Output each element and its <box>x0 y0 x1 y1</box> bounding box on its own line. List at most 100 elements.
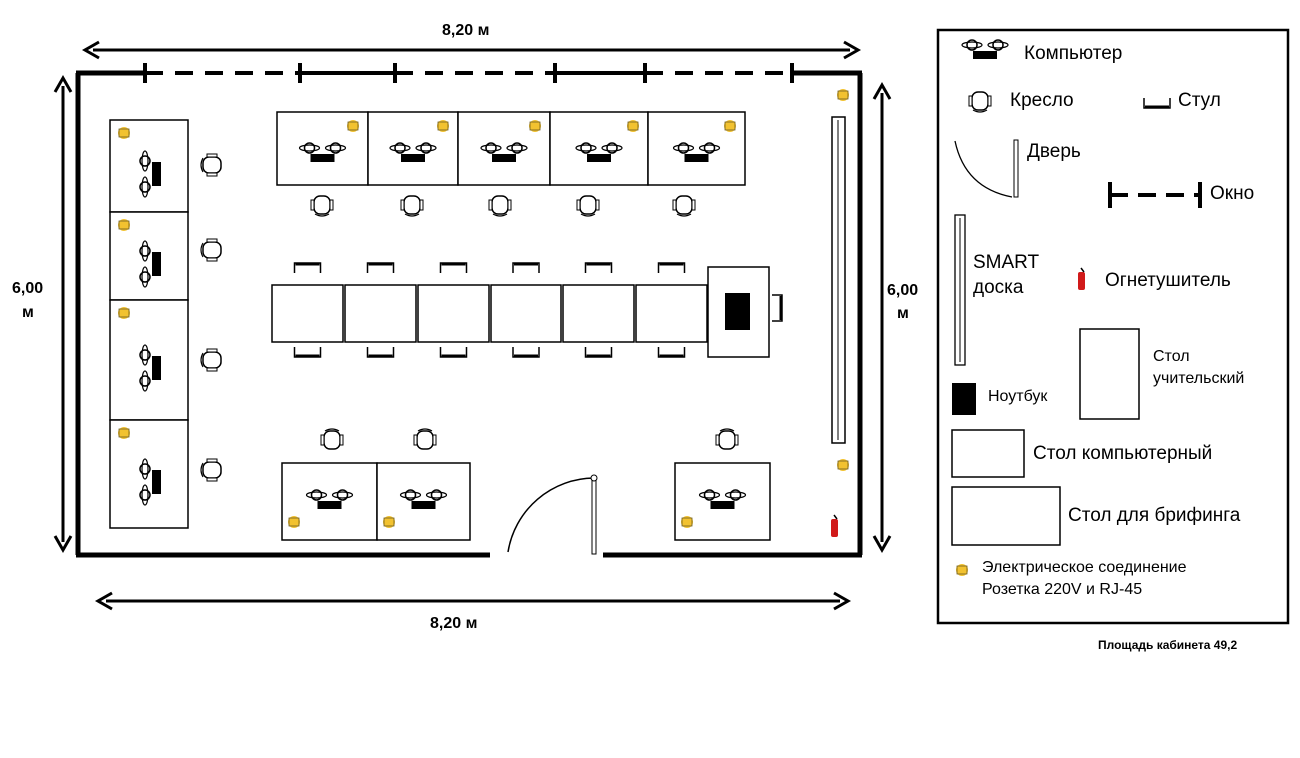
armchair-icon <box>200 238 222 262</box>
chair-icon <box>512 262 540 273</box>
chair-icon <box>366 262 395 273</box>
computer-desk <box>109 299 189 421</box>
smart-board <box>831 116 846 444</box>
outlet-icon <box>437 120 449 132</box>
armchair-icon <box>413 428 437 450</box>
legend-window-label: Окно <box>1210 183 1255 204</box>
legend-computer-desk-label: Стол компьютерный <box>1033 443 1213 464</box>
computer-icon <box>139 240 161 288</box>
computer-icon <box>698 489 747 509</box>
legend-smart-label-2: доска <box>973 277 1024 298</box>
chair-icon <box>584 262 613 273</box>
laptop-icon <box>952 383 976 415</box>
chair-icon <box>366 347 395 358</box>
computer-icon <box>305 489 354 509</box>
top-dimension-label: 8,20 м <box>442 22 490 39</box>
briefing-table <box>490 284 562 343</box>
armchair-icon <box>200 348 222 372</box>
room-walls <box>75 70 863 558</box>
outlet-icon <box>681 516 693 528</box>
right-dimension-unit: м <box>897 305 909 322</box>
armchair-icon <box>576 195 600 217</box>
outlet-icon <box>118 219 130 231</box>
chair-icon <box>293 347 322 358</box>
chair-icon <box>657 347 686 358</box>
window-icon <box>1108 182 1202 208</box>
armchair-icon <box>310 195 334 217</box>
armchair-icon <box>715 428 739 450</box>
door <box>507 474 598 555</box>
armchair-icon <box>320 428 344 450</box>
smart-board-icon <box>954 214 966 366</box>
outlet-icon <box>347 120 359 132</box>
armchair-icon <box>672 195 696 217</box>
computer-icon <box>389 142 437 162</box>
briefing-table-icon <box>951 486 1061 546</box>
windows <box>143 63 794 83</box>
legend-computer-label: Компьютер <box>1024 43 1123 64</box>
computer-icon <box>961 39 1009 59</box>
armchair-icon <box>200 458 222 482</box>
outlet-icon <box>529 120 541 132</box>
briefing-table <box>562 284 635 343</box>
outlet-icon <box>627 120 639 132</box>
chair-icon <box>584 347 613 358</box>
legend-outlet-label-2: Розетка 220V и RJ-45 <box>982 581 1143 598</box>
outlet-icon <box>837 89 849 101</box>
left-dimension-unit: м <box>22 304 34 321</box>
outlet-icon <box>956 564 968 576</box>
legend-teacher-desk-label-1: Стол <box>1153 348 1190 365</box>
computer-icon <box>298 142 347 162</box>
chair-icon <box>772 294 783 322</box>
computer-icon <box>399 489 448 509</box>
computer-icon <box>139 344 161 392</box>
chair-icon <box>293 262 322 273</box>
left-dimension-value: 6,00 <box>12 280 44 297</box>
armchair-icon <box>400 195 424 217</box>
legend-door-label: Дверь <box>1027 141 1081 162</box>
computer-icon <box>672 142 721 162</box>
outlet-icon <box>288 516 300 528</box>
computer-icon <box>575 142 623 162</box>
briefing-table <box>271 284 344 343</box>
legend-outlet-label-1: Электрическое соединение <box>982 559 1187 576</box>
chair-icon <box>512 347 540 358</box>
briefing-table <box>344 284 417 343</box>
outlet-icon <box>118 427 130 439</box>
computer-icon <box>480 142 528 162</box>
outlet-icon <box>724 120 736 132</box>
briefing-table <box>635 284 708 343</box>
computer-icon <box>139 150 161 198</box>
right-dimension-value: 6,00 <box>887 282 919 299</box>
chair-icon <box>1143 98 1171 109</box>
fire-extinguisher-icon <box>831 514 838 537</box>
bottom-dimension-label: 8,20 м <box>430 615 478 632</box>
laptop-icon <box>725 293 750 330</box>
outlet-icon <box>383 516 395 528</box>
fire-extinguisher-icon <box>1078 267 1085 290</box>
legend-smart-label-1: SMART <box>973 252 1040 273</box>
chair-icon <box>439 347 468 358</box>
teacher-desk-icon <box>1079 328 1140 420</box>
briefing-table <box>417 284 490 343</box>
left-dimension-arrow <box>53 74 73 554</box>
legend-teacher-desk-label-2: учительский <box>1153 370 1245 387</box>
computer-desk-icon <box>951 429 1025 478</box>
computer-icon <box>139 458 161 506</box>
armchair-icon <box>200 153 222 177</box>
outlet-icon <box>118 307 130 319</box>
outlet-icon <box>837 459 849 471</box>
legend-armchair-label: Кресло <box>1010 90 1074 111</box>
legend-chair-label: Стул <box>1178 90 1221 111</box>
armchair-icon <box>968 91 992 113</box>
chair-icon <box>439 262 468 273</box>
door-icon <box>954 139 1019 198</box>
right-dimension-arrow <box>872 81 892 554</box>
chair-icon <box>657 262 686 273</box>
legend-extinguisher-label: Огнетушитель <box>1105 270 1231 291</box>
outlet-icon <box>118 127 130 139</box>
armchair-icon <box>488 195 512 217</box>
top-dimension-arrow <box>81 40 862 60</box>
legend-laptop-label: Ноутбук <box>988 388 1048 405</box>
